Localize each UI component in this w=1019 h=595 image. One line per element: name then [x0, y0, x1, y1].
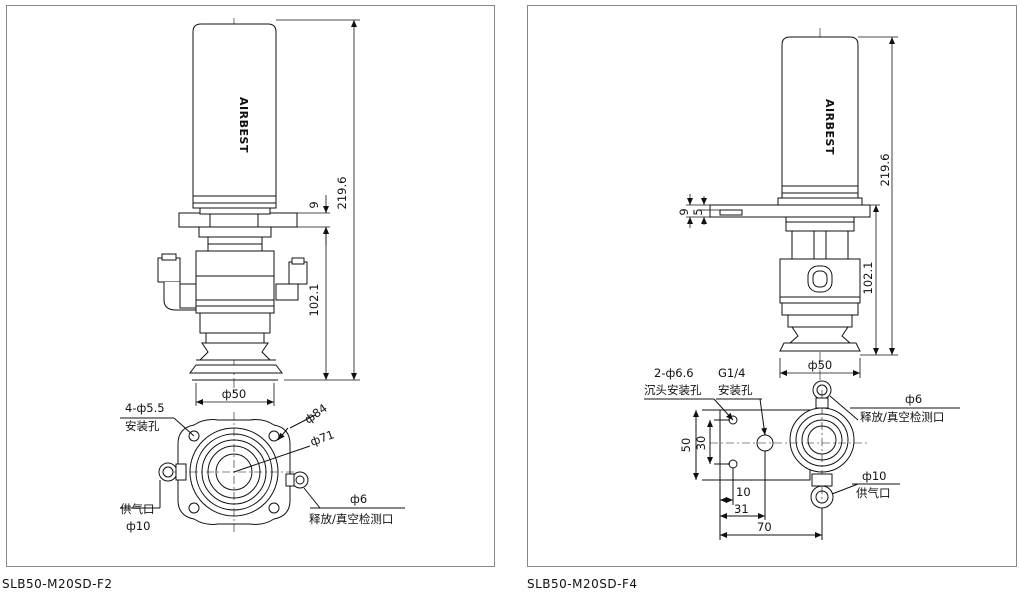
f2-brand-text: AIRBEST — [237, 97, 250, 153]
f4-side-view — [709, 28, 871, 380]
f4-top-view — [644, 380, 960, 540]
f4-dimensions — [686, 36, 898, 378]
f2-supply-dia: ф10 — [126, 519, 150, 533]
f2-vac-label: 释放/真空检测口 — [309, 512, 393, 526]
f2-dim-71: ф71 — [308, 427, 336, 449]
f4-dim-cup-dia: ф50 — [808, 358, 832, 372]
f4-thread: G1/4 — [718, 366, 745, 380]
f4-supply-label: 供气口 — [856, 486, 891, 500]
f4-brand-text: AIRBEST — [823, 99, 836, 155]
f4-hole-label: 沉头安装孔 — [644, 383, 702, 397]
f2-hole-label: 安装孔 — [125, 419, 160, 433]
f2-dim-9: 9 — [307, 201, 321, 208]
f2-top-view — [120, 412, 405, 532]
f4-thread-label: 安装孔 — [718, 383, 753, 397]
f2-vac-dia: ф6 — [350, 492, 367, 506]
f4-dim-31: 31 — [734, 502, 749, 516]
f4-dim-102-1: 102.1 — [861, 262, 875, 295]
f2-dim-cup-dia: ф50 — [222, 387, 246, 401]
f2-dim-84: ф84 — [302, 401, 330, 427]
f4-dim-9: 9 — [677, 208, 691, 215]
f4-dim-5: 5 — [691, 208, 705, 215]
f2-dim-219-6: 219.6 — [335, 177, 349, 210]
f4-dim-10: 10 — [736, 485, 751, 499]
f4-dim-30: 30 — [694, 436, 708, 451]
caption-f2: SLB50-M20SD-F2 — [2, 577, 113, 591]
f2-supply-label: 供气口 — [120, 502, 155, 516]
caption-f4: SLB50-M20SD-F4 — [527, 577, 638, 591]
f2-dim-102-1: 102.1 — [307, 284, 321, 317]
f4-dim-50: 50 — [679, 438, 693, 453]
f2-hole-count: 4-ф5.5 — [125, 401, 165, 415]
f2-dimensions — [195, 19, 360, 406]
f4-dim-70: 70 — [757, 520, 772, 534]
f2-side-view — [157, 18, 308, 395]
f4-hole-count: 2-ф6.6 — [654, 366, 694, 380]
f4-dim-219-6: 219.6 — [878, 154, 892, 187]
f4-supply-dia: ф10 — [862, 469, 886, 483]
f4-vac-label: 释放/真空检测口 — [860, 410, 944, 424]
f4-vac-dia: ф6 — [905, 392, 922, 406]
